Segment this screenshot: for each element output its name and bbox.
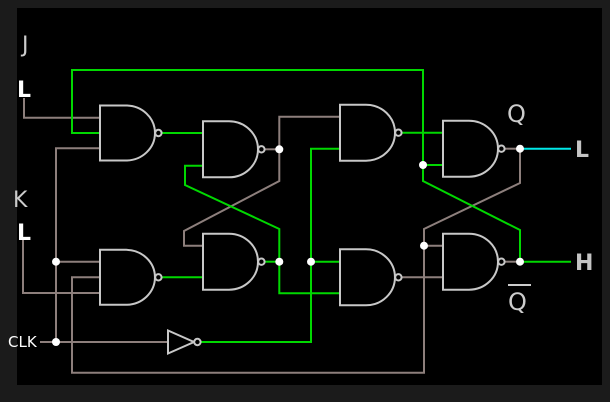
junction-dot	[307, 257, 315, 266]
nand-j-bubble	[154, 128, 163, 138]
clock-inverter-bubble	[193, 337, 202, 347]
nand-master-top-bubble	[257, 145, 266, 154]
qbar-output-value: H	[575, 251, 593, 276]
j-input-value[interactable]: L	[17, 78, 31, 103]
nand-slave-in-top	[339, 103, 396, 162]
clk-input-label[interactable]: CLK	[8, 333, 38, 351]
wire-master-bottom-to-slave	[278, 261, 340, 295]
nand-k-input	[99, 248, 156, 306]
nand-output-qbar	[442, 232, 499, 291]
nand-master-bottom	[202, 232, 259, 291]
schematic-background	[17, 8, 602, 385]
nand-master-bottom-bubble	[257, 257, 266, 266]
nand-master-top	[202, 120, 259, 179]
j-input-label: J	[20, 33, 29, 58]
wire-inverted-clock	[200, 147, 340, 343]
junction-dots	[52, 144, 524, 346]
nand-slave-in-bottom	[339, 248, 396, 307]
junction-dot	[516, 257, 524, 266]
q-output-value: L	[575, 138, 589, 163]
nand-k-bubble	[154, 273, 163, 282]
nand-j-input	[99, 104, 156, 162]
nand-output-q	[442, 119, 499, 178]
wire-master-cross-up	[184, 164, 281, 262]
nand-slave-in-top-bubble	[394, 128, 403, 137]
junction-dot	[516, 144, 524, 153]
junction-dot	[52, 257, 60, 266]
nand-gates	[99, 103, 506, 356]
junction-dot	[52, 338, 60, 346]
wire-qbar-cross-down	[422, 165, 521, 262]
wire-j-input	[23, 98, 100, 119]
junction-dot	[420, 241, 428, 250]
junction-dot	[275, 257, 284, 266]
junction-dot	[419, 161, 427, 169]
k-input-label: K	[13, 188, 28, 213]
wire-qbar-feedback-top	[71, 69, 424, 165]
qbar-output-label: Q	[508, 288, 527, 316]
wire-q-feedback-bottom	[71, 245, 425, 374]
nand-output-qbar-bubble	[497, 257, 506, 266]
nand-output-q-bubble	[497, 144, 506, 153]
wire-k-input	[22, 240, 100, 294]
wire-clk-vertical-branch	[55, 147, 100, 342]
junction-dot	[275, 145, 284, 154]
k-input-value[interactable]: L	[17, 221, 31, 246]
wire-master-cross-down	[183, 149, 281, 247]
nand-slave-in-bottom-bubble	[394, 273, 403, 282]
wire-master-top-to-slave	[278, 115, 340, 150]
clock-inverter	[167, 328, 197, 356]
q-output-label: Q	[507, 100, 526, 128]
